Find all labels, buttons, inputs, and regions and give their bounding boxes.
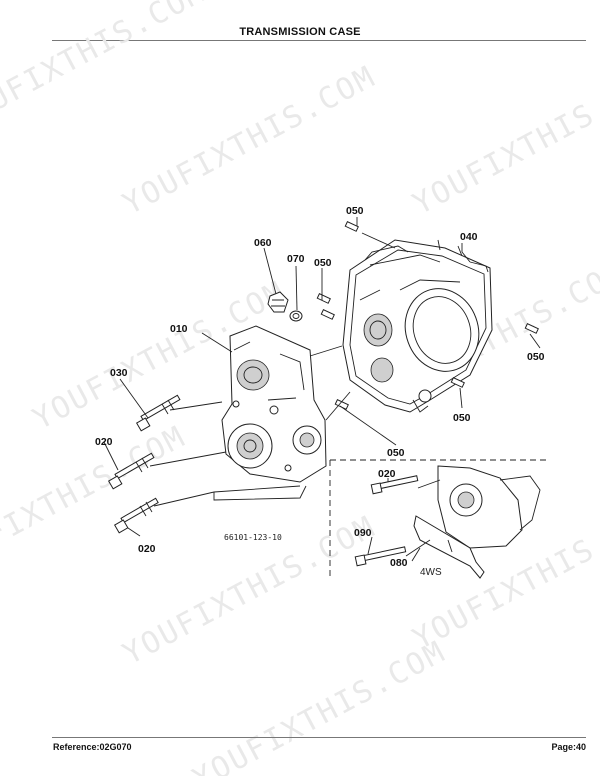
callout-020-left: 020 (95, 436, 113, 448)
reference-number: Reference:02G070 (53, 742, 132, 752)
callout-020-bottom: 020 (138, 543, 156, 555)
callout-050-right: 050 (527, 351, 545, 363)
callout-050-bottom: 050 (387, 447, 405, 459)
bolt-020-left (107, 452, 155, 490)
dowel-pins-050 (316, 220, 539, 410)
watermark-2: YOUFIXTHIS.COM (117, 59, 381, 222)
footer-rule (52, 737, 586, 738)
callout-050-top: 050 (346, 205, 364, 217)
front-cover-010 (221, 325, 327, 483)
transmission-case-040 (342, 239, 493, 413)
page-number: Page:40 (551, 742, 586, 752)
inset-4ws (329, 459, 550, 580)
bolt-030 (135, 394, 181, 432)
watermark-9: YOUFIXTHIS.COM (187, 634, 451, 776)
callout-040: 040 (460, 231, 478, 243)
callout-090: 090 (354, 527, 372, 539)
callout-060: 060 (254, 237, 272, 249)
bolt-020-bottom (113, 497, 159, 534)
watermark-3: YOUFIXTHIS.COM (407, 59, 600, 222)
callout-050-lower: 050 (453, 412, 471, 424)
header-rule (52, 40, 586, 41)
drawing-code: 66101-123-10 (224, 533, 282, 542)
callout-070: 070 (287, 253, 305, 265)
callout-030: 030 (110, 367, 128, 379)
callout-080: 080 (390, 557, 408, 569)
leader-lines (103, 217, 541, 537)
callout-labels: 050 040 060 070 050 010 050 030 050 050 … (95, 205, 545, 578)
variant-label: 4WS (420, 567, 442, 578)
plug-060-washer-070 (267, 291, 303, 322)
callout-050-mid: 050 (314, 257, 332, 269)
watermark-1: YOUFIXTHIS.COM (0, 0, 212, 137)
page-title: TRANSMISSION CASE (239, 26, 361, 38)
callout-020-inset: 020 (378, 468, 396, 480)
callout-010: 010 (170, 323, 188, 335)
